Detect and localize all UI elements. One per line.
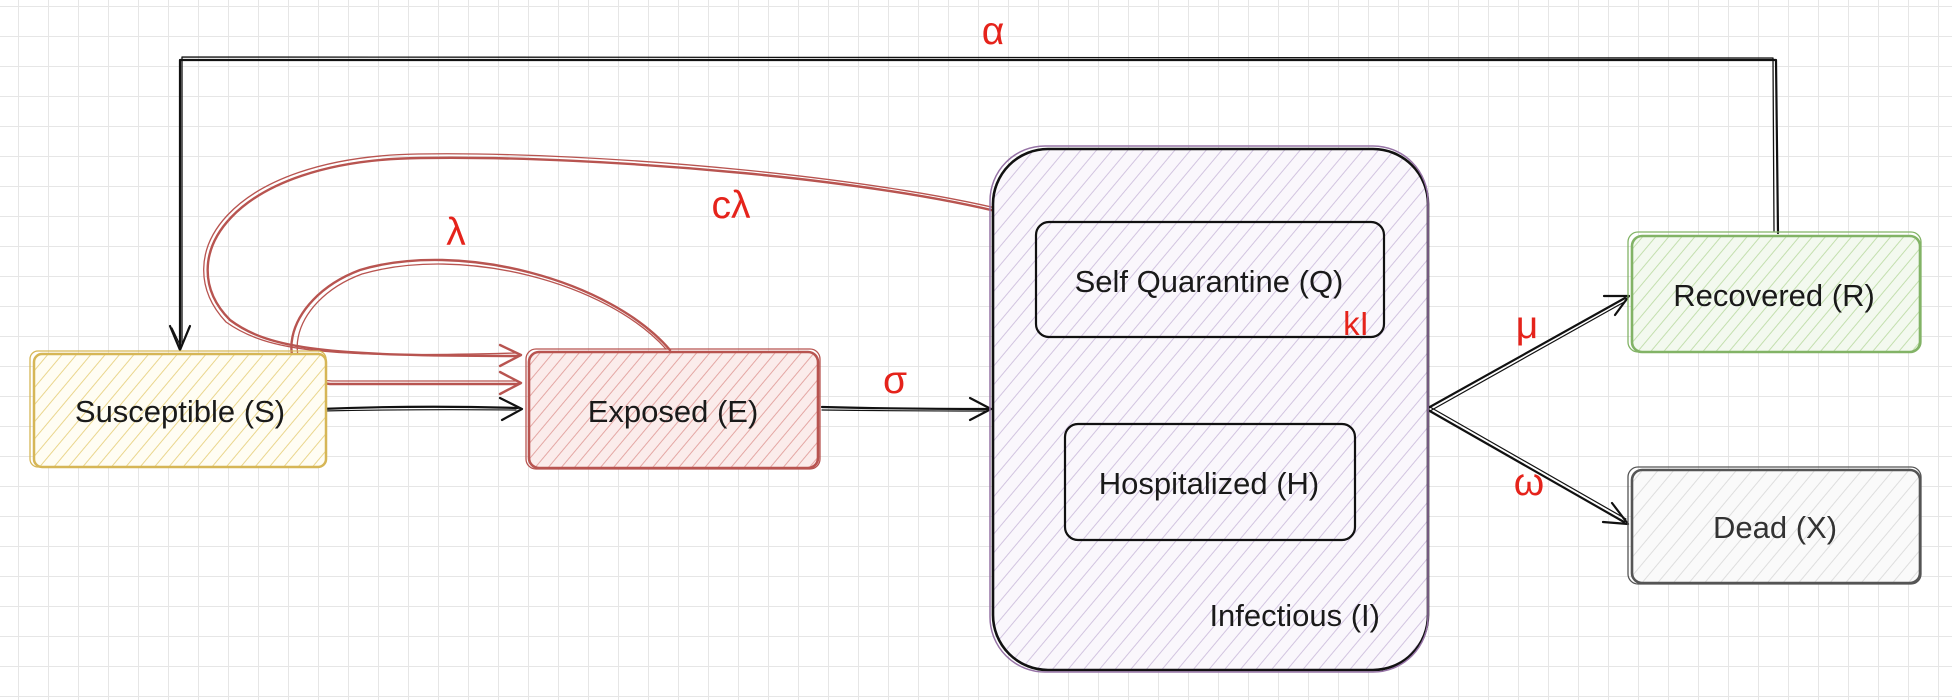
susceptible-box-sketch [29,350,327,468]
edge-alpha-recovered-to-susceptible [168,56,1780,352]
node-susceptible[interactable]: Susceptible (S) [29,350,328,469]
node-dead[interactable]: Dead (X) [1627,466,1922,585]
node-hospitalized[interactable]: Hospitalized (H) [1063,422,1357,542]
rate-label-alpha: α [982,10,1005,53]
node-infectious[interactable]: Infectious (I) [989,145,1430,673]
hospitalized-label: Hospitalized (H) [1099,466,1320,501]
rate-label-sigma: σ [883,359,907,402]
edge-infectious-to-recovered [1426,294,1631,412]
susceptible-label: Susceptible (S) [75,394,285,429]
recovered-label: Recovered (R) [1673,278,1875,313]
edge-clambda-quarantine-to-exposed [203,153,1038,368]
exposed-box [527,350,820,470]
rate-label-k-i: kI [1343,305,1369,342]
edge-susceptible-to-exposed [318,396,524,422]
dead-box [1630,468,1922,585]
self-quarantine-label: Self Quarantine (Q) [1075,264,1344,299]
dead-box-sketch [1627,466,1922,585]
rate-label-omega: ω [1514,461,1544,504]
self-quarantine-box [1034,220,1386,339]
node-recovered[interactable]: Recovered (R) [1627,231,1922,354]
node-self-quarantine[interactable]: Self Quarantine (Q) [1034,220,1386,339]
rate-label-c-lambda: cλ [712,184,752,227]
dead-label: Dead (X) [1713,510,1837,545]
infectious-box [991,147,1430,672]
node-exposed[interactable]: Exposed (E) [525,348,821,470]
exposed-box-sketch [525,348,821,470]
exposed-label: Exposed (E) [588,394,759,429]
hospitalized-box [1063,422,1357,542]
infectious-box-sketch [989,145,1429,673]
rate-label-mu: μ [1516,304,1538,347]
rate-label-lambda: λ [446,211,466,254]
recovered-box-sketch [1627,231,1922,353]
edge-exposed-to-infectious [820,396,993,422]
infectious-label: Infectious (I) [1209,598,1380,633]
